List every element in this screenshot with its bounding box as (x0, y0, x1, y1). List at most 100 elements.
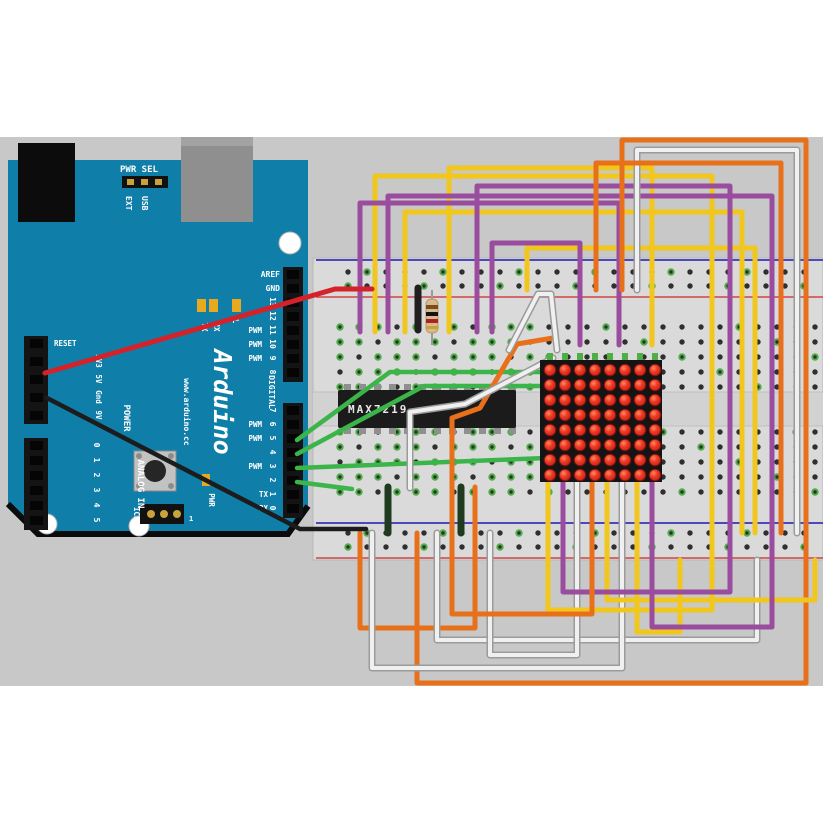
matrix-led (648, 408, 662, 422)
digital-pin-label: 1 (268, 492, 277, 497)
matrix-pin (637, 353, 643, 362)
matrix-pin (547, 353, 553, 362)
breadboard-hole (488, 443, 496, 451)
breadboard-rail-hole (478, 530, 484, 536)
matrix-led (603, 438, 617, 452)
breadboard-rail-hole (459, 544, 465, 550)
matrix-led (633, 363, 647, 377)
breadboard-hole (412, 353, 420, 361)
header-pin (287, 340, 299, 349)
header-pin (30, 393, 43, 402)
matrix-led (588, 378, 602, 392)
breadboard-rail-hole (421, 269, 427, 275)
breadboard-hole (698, 474, 704, 480)
header-pin (30, 501, 43, 510)
breadboard-rail-hole (364, 544, 370, 550)
breadboard-hole (698, 339, 704, 345)
header-pin (287, 448, 299, 457)
breadboard-rail-hole (573, 269, 579, 275)
digital-pin-label: 7 (268, 408, 277, 413)
breadboard-hole (336, 338, 344, 346)
breadboard-rail-hole (611, 283, 617, 289)
jumper-wire-12 (446, 165, 655, 348)
breadboard-hole (432, 354, 438, 360)
breadboard-hole (508, 444, 514, 450)
breadboard-hole (432, 444, 438, 450)
discrete-components (384, 284, 465, 537)
l-led (232, 299, 241, 312)
breadboard-hole (412, 338, 420, 346)
breadboard-hole (488, 338, 496, 346)
header-pin (287, 406, 299, 415)
breadboard-rail-hole (535, 544, 541, 550)
chip-leg (374, 384, 381, 392)
digital-header-top (283, 267, 303, 382)
header-pin (30, 411, 43, 420)
breadboard-rail-hole (554, 269, 560, 275)
tx-led (197, 299, 206, 312)
matrix-led (633, 423, 647, 437)
header-pin (287, 420, 299, 429)
breadboard-rail-hole (667, 268, 675, 276)
breadboard-hole (469, 428, 477, 436)
breadboard-rail-hole (763, 530, 769, 536)
matrix-pin (652, 353, 658, 362)
breadboard-rail-hole (687, 269, 693, 275)
breadboard-hole (717, 429, 723, 435)
chip-leg (509, 426, 516, 434)
matrix-led (603, 363, 617, 377)
green-wire-pin5 (294, 369, 549, 443)
power-pin-label: 9V (94, 410, 103, 420)
matrix-led (588, 408, 602, 422)
breadboard-hole (660, 339, 666, 345)
chip-leg (374, 426, 381, 434)
breadboard-hole (584, 324, 590, 330)
breadboard-hole (488, 428, 496, 436)
breadboard-hole (584, 339, 590, 345)
breadboard-hole (698, 384, 704, 390)
breadboard-rail-hole (687, 283, 693, 289)
analog-header (24, 438, 48, 530)
rx-led-label: RX (212, 322, 221, 332)
matrix-led (558, 363, 572, 377)
digital-label: DIGITAL (267, 375, 276, 409)
chip-leg (389, 426, 396, 434)
resistor (425, 290, 439, 345)
matrix-led (633, 468, 647, 482)
chip-leg (464, 426, 471, 434)
arduino-logo: Arduino (208, 347, 237, 454)
chip-leg (389, 384, 396, 392)
breadboard-rail-hole (515, 529, 523, 537)
power-pin-label: Gnd (94, 390, 103, 404)
breadboard-hole (451, 339, 457, 345)
digital-pin-label: 0 (268, 506, 277, 511)
breadboard-rail-hole (687, 530, 693, 536)
breadboard-hole (812, 369, 818, 375)
breadboard-hole (526, 473, 534, 481)
breadboard-hole (375, 339, 381, 345)
breadboard-hole (469, 353, 477, 361)
breadboard-hole (584, 489, 590, 495)
jumper-wire-6 (604, 473, 818, 603)
breadboard-hole (717, 339, 723, 345)
breadboard-hole (374, 473, 382, 481)
arduino-board: PWR SEL EXT USB POWER ANALOG IN DIGITAL … (5, 137, 311, 537)
matrix-led (603, 453, 617, 467)
pwm-label: PWM (248, 340, 262, 349)
matrix-led (573, 378, 587, 392)
breadboard-hole (641, 489, 647, 495)
power-pin-label: 3V3 (94, 354, 103, 368)
breadboard-hole (679, 369, 685, 375)
matrix-led (558, 393, 572, 407)
arduino-pcb (8, 160, 308, 534)
matrix-led (543, 378, 557, 392)
digital-pin-label: 13 (268, 297, 277, 307)
breadboard-hole (526, 443, 534, 451)
analog-pin-label: 2 (92, 473, 101, 478)
wires-over-chip (42, 286, 595, 617)
breadboard-hole (526, 323, 534, 331)
analog-pin-label: 1 (92, 458, 101, 463)
breadboard-hole (565, 339, 571, 345)
matrix-led (618, 363, 632, 377)
breadboard-hole (337, 459, 343, 465)
